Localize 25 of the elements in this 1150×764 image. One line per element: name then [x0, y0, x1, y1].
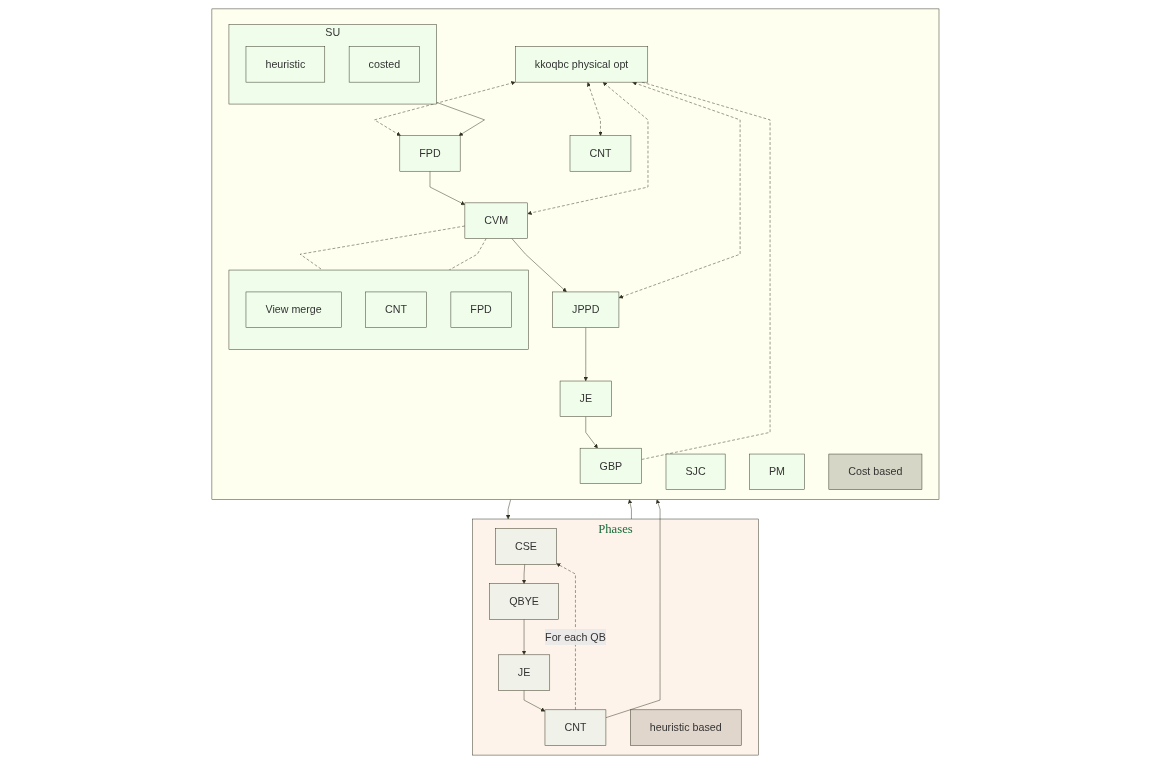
node-box: heuristic based — [629, 709, 742, 746]
node-box: kkoqbc physical opt — [514, 46, 648, 83]
connector — [299, 225, 465, 271]
cluster — [228, 269, 529, 350]
node-box: JE — [559, 380, 612, 417]
node-box: heuristic — [245, 46, 325, 83]
node-box: CNT — [364, 291, 427, 328]
node-box: GBP — [579, 447, 642, 484]
node-box: Cost based — [828, 453, 922, 490]
node-box: CNT — [544, 709, 606, 746]
node-box: JE — [497, 654, 550, 691]
node-box: PM — [748, 453, 805, 490]
connector — [640, 81, 770, 460]
node-box: FPD — [399, 135, 460, 172]
node-box: CSE — [494, 528, 557, 565]
node-box: View merge — [245, 291, 342, 328]
node-box: FPD — [450, 291, 512, 328]
node-box: SJC — [665, 453, 725, 490]
node-box: QBYE — [489, 583, 559, 620]
node-box: CVM — [464, 202, 528, 239]
cluster — [211, 8, 939, 500]
node-box: JPPD — [551, 291, 619, 328]
node-box: costed — [348, 46, 420, 83]
node-box: CNT — [569, 135, 631, 172]
edge-label: For each QB — [544, 630, 606, 644]
